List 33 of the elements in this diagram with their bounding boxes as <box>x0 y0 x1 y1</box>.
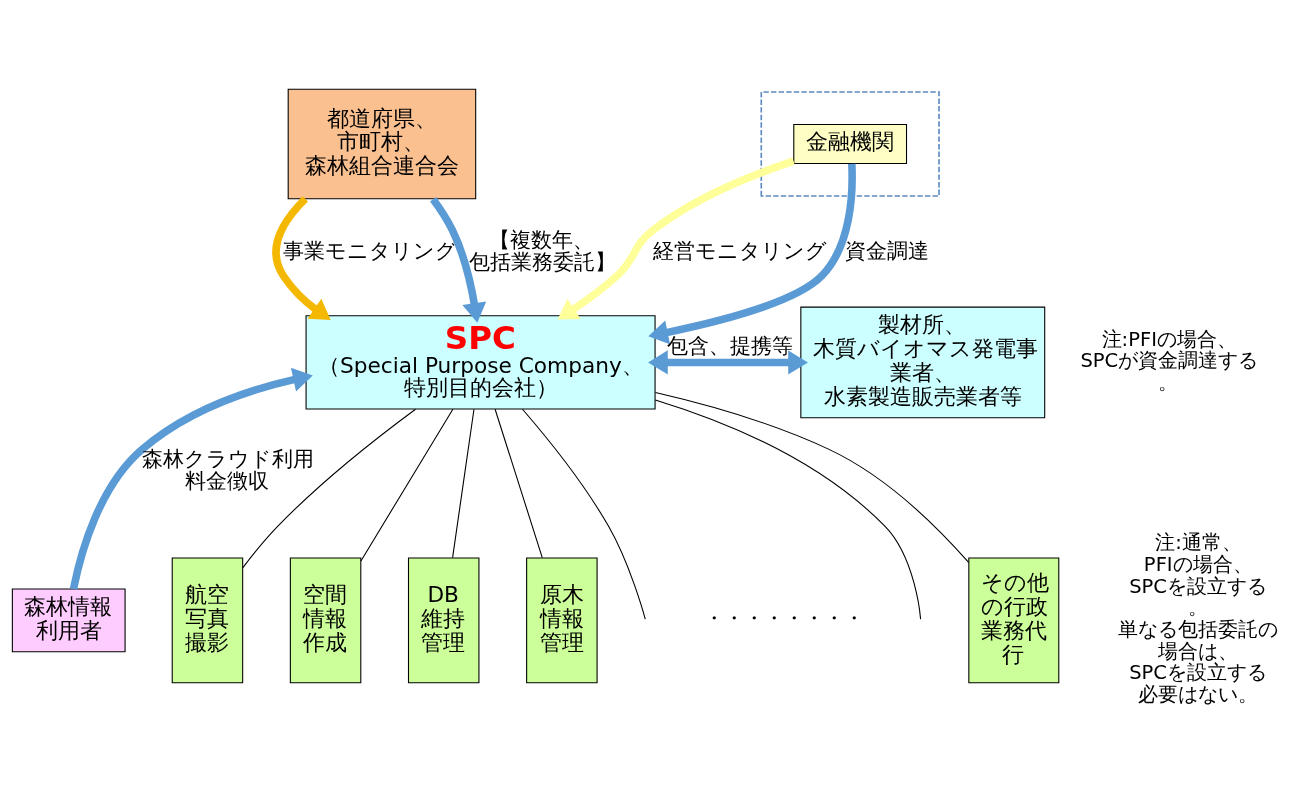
edge-label: 経営モニタリング <box>652 239 827 264</box>
arrow <box>430 196 487 323</box>
node-box: 航空写真撮影 <box>171 557 244 684</box>
edge-label: 【複数年、包括業務委託】 <box>468 227 616 275</box>
connector <box>654 392 970 563</box>
label: 注:通常、PFIの場合、SPCを設立する。単なる包括委託の場合は、SPCを設立する必要はない。 <box>1118 531 1279 707</box>
node-box: 金融機関 <box>793 123 908 165</box>
node-box: 原木情報管理 <box>526 557 598 684</box>
node-box: 都道府県、市町村、森林組合連合会 <box>287 88 477 200</box>
connector <box>654 399 922 620</box>
label: ・・・・・・・・ <box>704 607 865 631</box>
edge-label: 森林クラウド利用料金徴収 <box>142 446 315 494</box>
node-box: 製材所、木質バイオマス発電事業者、水素製造販売業者等 <box>800 306 1046 419</box>
node-box: DB維持管理 <box>407 557 480 684</box>
node-box: その他の行政業務代行 <box>968 557 1060 684</box>
connector <box>494 408 543 559</box>
node-box: 森林情報利用者 <box>11 588 126 653</box>
edge-label: 包含、提携等 <box>666 333 793 358</box>
node-box: 空間情報作成 <box>289 557 362 684</box>
arrow <box>272 196 331 320</box>
connector <box>242 408 417 569</box>
arrow <box>648 350 808 375</box>
edge-label: 資金調達 <box>844 239 929 264</box>
connector <box>360 408 454 562</box>
arrow <box>648 163 856 345</box>
edge-label: 事業モニタリング <box>283 239 458 264</box>
connector <box>521 408 646 620</box>
arrow <box>69 367 313 590</box>
label: 注:PFIの場合、SPCが資金調達する。 <box>1080 327 1259 394</box>
connector <box>452 408 475 559</box>
node-box: SPC （Special Purpose Company、特別目的会社） <box>305 315 656 410</box>
cluster <box>760 91 940 197</box>
arrow <box>557 157 795 320</box>
